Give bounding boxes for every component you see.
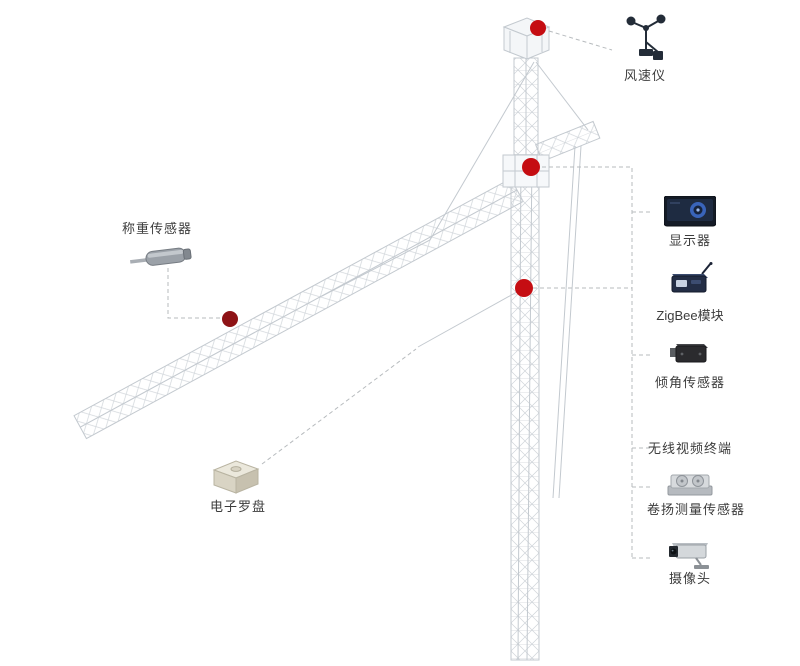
- zigbee-module-icon: [671, 262, 713, 293]
- connector-compass: [261, 348, 417, 465]
- weight-sensor-icon: [130, 247, 192, 266]
- tie-rod: [417, 287, 525, 348]
- weight-sensor-label: 称重传感器: [121, 221, 192, 236]
- crane-mast: [510, 155, 540, 661]
- compass-label: 电子罗盘: [209, 499, 266, 514]
- hoist-sensor-label: 卷扬测量传感器: [646, 502, 745, 517]
- marker-jib-weight: [222, 311, 238, 327]
- hoist-cable: [558, 145, 582, 499]
- crane-counter-jib: [534, 120, 601, 162]
- jib-pendant-line: [321, 61, 535, 297]
- crane-structure: [73, 17, 601, 661]
- hoist-cable: [552, 145, 576, 499]
- tilt-sensor-label: 倾角传感器: [654, 375, 725, 390]
- crane-jib: [73, 177, 524, 440]
- camera-icon: [669, 543, 709, 569]
- anemometer-label: 风速仪: [623, 68, 666, 83]
- wireless-video-terminal-label: 无线视频终端: [647, 441, 732, 456]
- callout-connectors: [167, 30, 652, 559]
- anemometer-icon: [626, 14, 666, 60]
- hoist-sensor-icon: [667, 474, 713, 496]
- tilt-sensor-icon: [670, 344, 708, 363]
- connector-weight-sensor: [167, 268, 220, 319]
- counterjib-pendant-line: [535, 61, 589, 131]
- camera-label: 摄像头: [668, 571, 711, 586]
- display-label: 显示器: [668, 233, 711, 248]
- display-icon: [664, 196, 716, 227]
- marker-slewing: [522, 158, 540, 176]
- marker-mast: [515, 279, 533, 297]
- connector-rail: [542, 166, 633, 558]
- zigbee-module-label: ZigBee模块: [656, 308, 724, 323]
- connector-anemometer: [548, 30, 613, 51]
- compass-icon: [212, 460, 260, 494]
- marker-anemometer: [530, 20, 546, 36]
